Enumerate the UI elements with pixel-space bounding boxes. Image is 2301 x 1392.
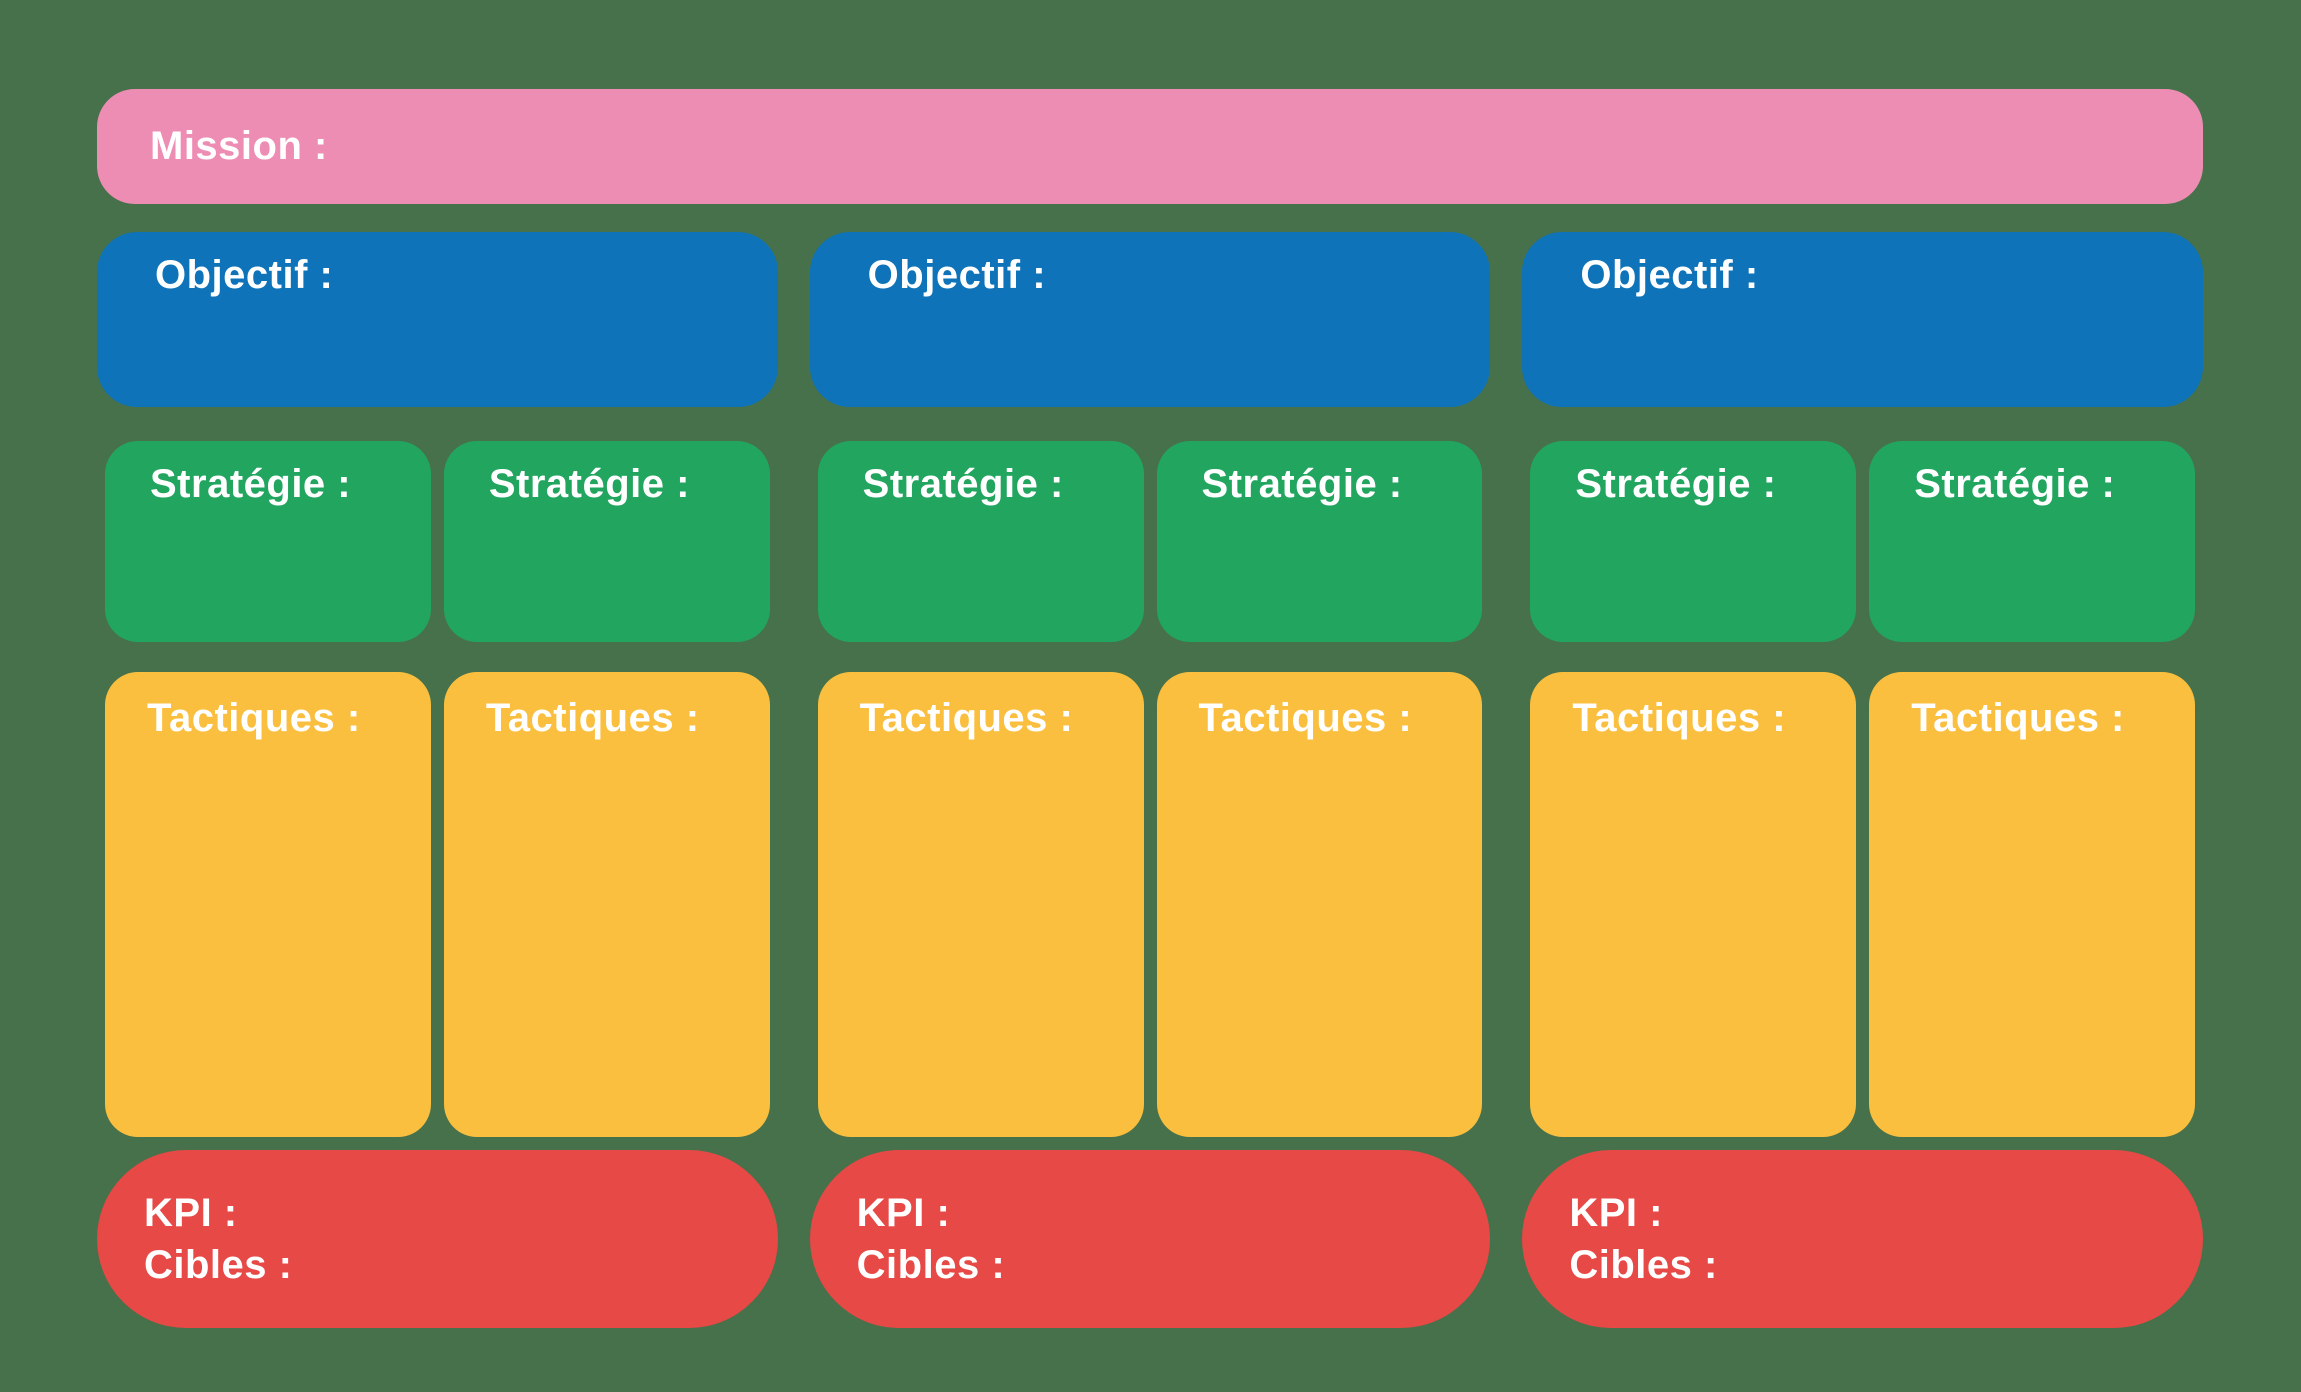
tactiques-label: Tactiques :: [859, 696, 1074, 740]
objectif-label: Objectif :: [867, 253, 1047, 297]
tactiques-box: Tactiques :: [817, 672, 1144, 1137]
tactiques-row: Tactiques : Tactiques :: [810, 672, 1491, 1137]
tactiques-box: Tactiques :: [105, 672, 431, 1137]
objectif-label: Objectif :: [155, 253, 334, 297]
tactiques-label: Tactiques :: [1198, 696, 1413, 740]
tactiques-box: Tactiques :: [1530, 672, 1857, 1137]
strategie-box: Stratégie :: [443, 441, 770, 642]
tactiques-label: Tactiques :: [485, 696, 700, 740]
strategie-box: Stratégie :: [1530, 441, 1857, 642]
strategie-label: Stratégie :: [150, 462, 352, 506]
objectif-label: Objectif :: [1580, 253, 1759, 297]
objectif-box: Objectif :: [97, 232, 778, 407]
tactiques-label: Tactiques :: [147, 696, 361, 740]
tactiques-row: Tactiques : Tactiques :: [1522, 672, 2203, 1137]
strategie-box: Stratégie :: [105, 441, 431, 642]
kpi-box: KPI : Cibles :: [1522, 1150, 2204, 1328]
strategie-box: Stratégie :: [1156, 441, 1483, 642]
strategie-label: Stratégie :: [488, 462, 690, 506]
board-content: Mission : Objectif : Stratégie : Stratég…: [97, 89, 2204, 1328]
objectif-box: Objectif :: [1522, 232, 2204, 407]
tactiques-box: Tactiques :: [1156, 672, 1483, 1137]
tactiques-label: Tactiques :: [1911, 696, 2125, 740]
kpi-box: KPI : Cibles :: [97, 1150, 778, 1328]
tactiques-row: Tactiques : Tactiques :: [97, 672, 778, 1137]
tactiques-box: Tactiques :: [443, 672, 770, 1137]
strategie-label: Stratégie :: [1575, 462, 1777, 506]
strategie-box: Stratégie :: [817, 441, 1144, 642]
cibles-label: Cibles :: [144, 1243, 293, 1287]
kpi-label: KPI :: [1569, 1191, 1663, 1235]
objective-columns: Objectif : Stratégie : Stratégie : Tacti…: [97, 232, 2204, 1328]
strategie-row: Stratégie : Stratégie :: [97, 441, 778, 642]
kpi-box: KPI : Cibles :: [809, 1150, 1491, 1328]
objectif-box: Objectif :: [809, 232, 1491, 407]
strategie-row: Stratégie : Stratégie :: [810, 441, 1491, 642]
tactiques-box: Tactiques :: [1869, 672, 2196, 1137]
strategie-label: Stratégie :: [1201, 462, 1403, 506]
strategie-row: Stratégie : Stratégie :: [1522, 441, 2203, 642]
objective-column-2: Objectif : Stratégie : Stratégie : Tacti…: [809, 232, 1491, 1328]
cibles-label: Cibles :: [856, 1243, 1006, 1287]
cibles-label: Cibles :: [1569, 1243, 1718, 1287]
mission-box: Mission :: [97, 89, 2203, 204]
objective-column-1: Objectif : Stratégie : Stratégie : Tacti…: [97, 232, 778, 1328]
kpi-label: KPI :: [144, 1191, 238, 1235]
tactiques-label: Tactiques :: [1572, 696, 1787, 740]
strategie-box: Stratégie :: [1869, 441, 2196, 642]
kpi-label: KPI :: [856, 1191, 951, 1235]
strategie-label: Stratégie :: [1914, 462, 2116, 506]
strategie-label: Stratégie :: [862, 462, 1064, 506]
objective-column-3: Objectif : Stratégie : Stratégie : Tacti…: [1522, 232, 2204, 1328]
mission-label: Mission :: [150, 124, 328, 168]
